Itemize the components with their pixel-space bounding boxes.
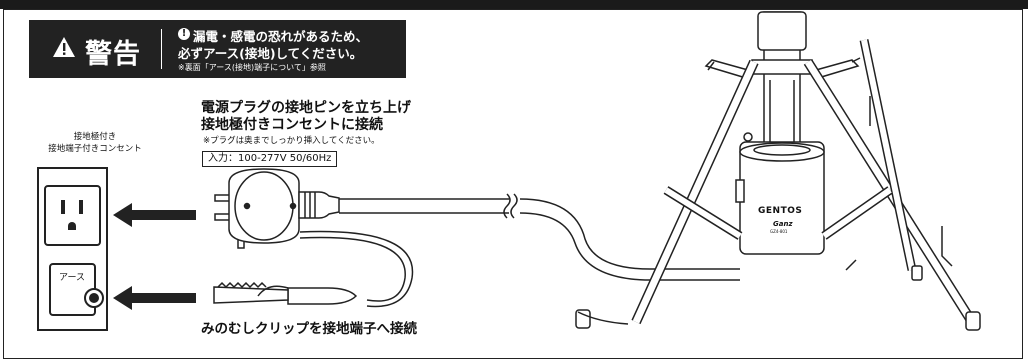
- top-bar: [0, 0, 1028, 9]
- work-light-stand: [575, 11, 981, 331]
- product-brand: GENTOS: [758, 206, 803, 216]
- arrow-to-outlet-icon: [113, 203, 196, 227]
- warning-title: 警告: [85, 39, 141, 70]
- exclamation-icon: !: [178, 28, 190, 40]
- warning-divider: [161, 29, 162, 69]
- plug-instruction-line-2: 接地極付きコンセントに接続: [201, 117, 383, 133]
- clip-instruction: みのむしクリップを接地端子へ接続: [201, 321, 417, 337]
- warning-box: 警告 ! 漏電・感電の恐れがあるため、 必ずアース(接地)してください。 ※裏面…: [29, 20, 406, 78]
- earth-terminal: [49, 263, 104, 316]
- input-rating-box: 入力：100-277V 50/60Hz: [202, 151, 338, 167]
- earth-terminal-label: アース: [58, 273, 85, 283]
- arrow-to-earth-icon: [113, 286, 196, 310]
- warning-line-1: 漏電・感電の恐れがあるため、: [193, 29, 369, 44]
- warning-triangle-icon: [53, 37, 75, 57]
- plug-instruction-line-1: 電源プラグの接地ピンを立ち上げ: [201, 100, 411, 116]
- alligator-clip-icon: [213, 281, 358, 305]
- product-small-print: GZ4-801: [770, 229, 788, 234]
- plug-instruction-note: ※プラグは奥までしっかり挿入してください。: [203, 136, 380, 146]
- diagram-frame: [3, 9, 1023, 359]
- product-model: Ganz: [773, 220, 793, 228]
- outlet-label-line-2: 接地端子付きコンセント: [48, 144, 142, 154]
- warning-line-3: ※裏面「アース(接地)端子について」参照: [178, 63, 326, 72]
- outlet-label-line-1: 接地極付き: [73, 132, 117, 142]
- warning-line-2: 必ずアース(接地)してください。: [178, 46, 363, 61]
- power-plug: [214, 168, 509, 249]
